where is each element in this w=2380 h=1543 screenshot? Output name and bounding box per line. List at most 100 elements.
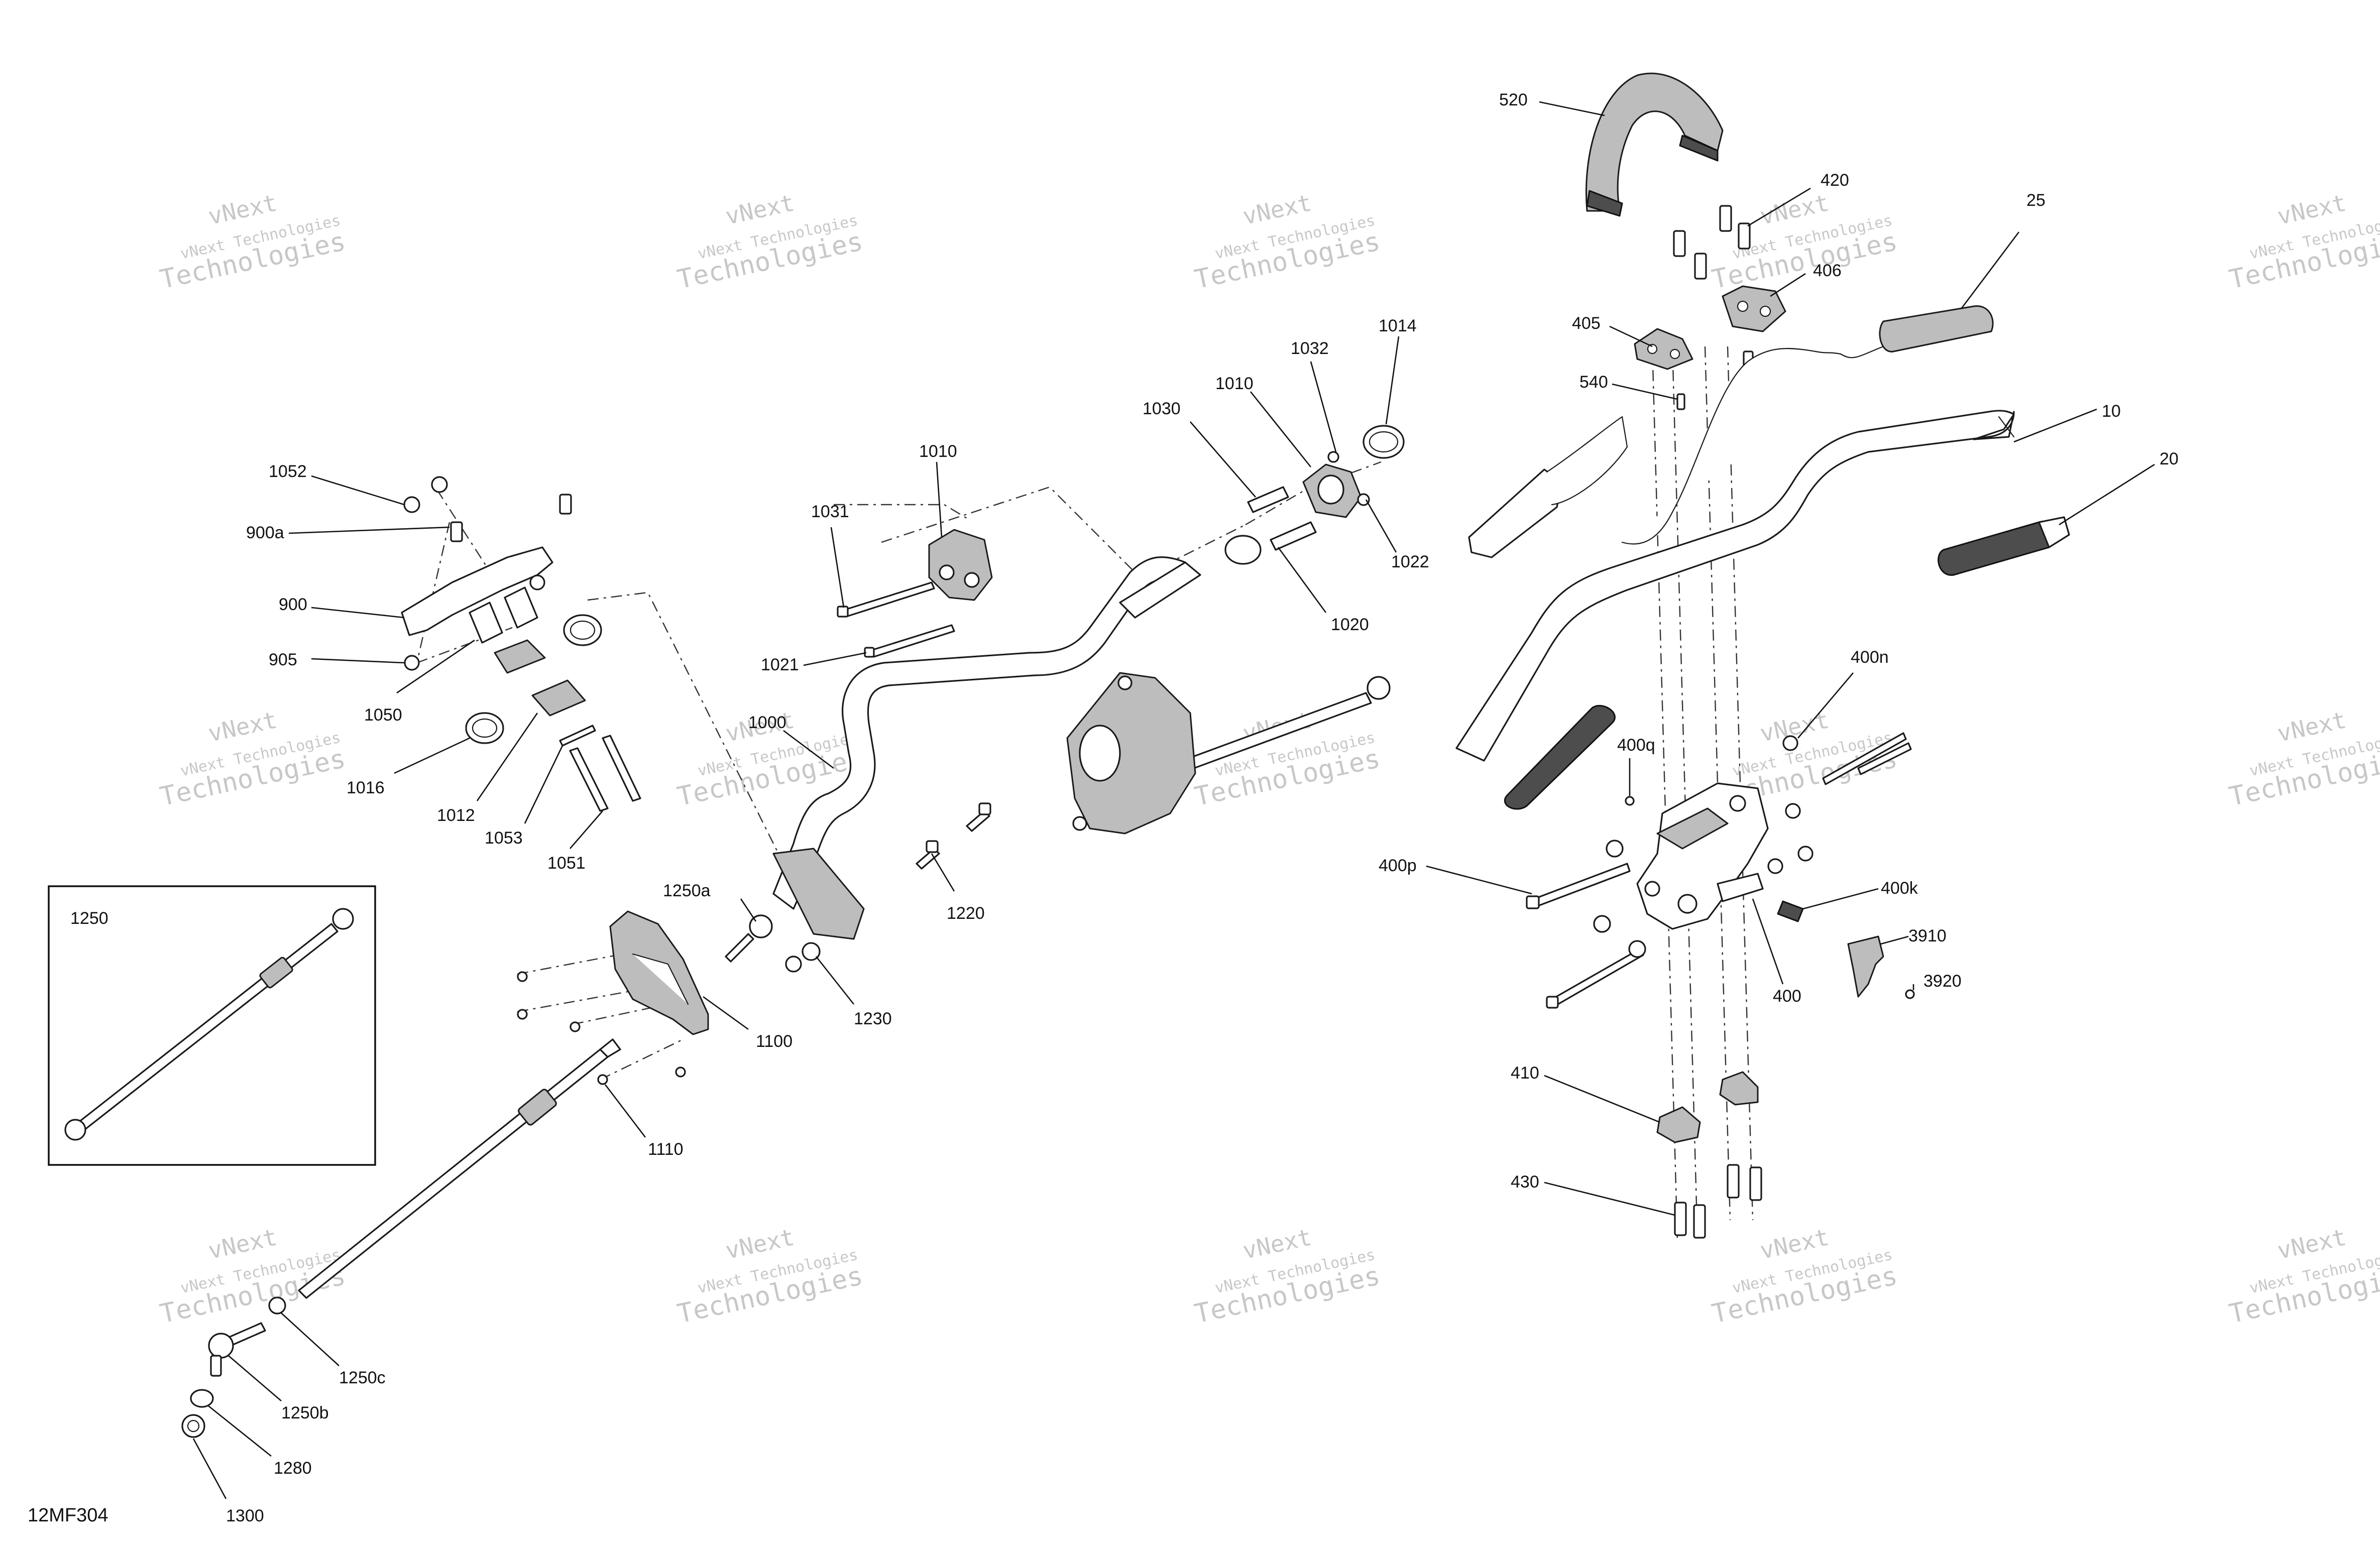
inset-frame	[48, 885, 376, 1166]
leader-410	[1544, 1075, 1660, 1123]
align-1052	[436, 489, 488, 568]
part-1250c-nut	[268, 1296, 286, 1315]
callout-1053: 1053	[485, 828, 523, 848]
part-520-handguard	[1585, 72, 1724, 217]
callout-1300: 1300	[226, 1506, 264, 1525]
callout-905: 905	[269, 650, 297, 669]
watermark-r1c5: vNext vNext Technologies Technologies	[2226, 189, 2380, 295]
align-1110-a	[517, 953, 623, 975]
part-905-nut	[404, 655, 420, 671]
leader-900	[311, 607, 405, 619]
part-900a-bolt	[450, 494, 572, 542]
callout-400k: 400k	[1881, 879, 1918, 898]
drawing-number: 12MF304	[28, 1505, 108, 1526]
watermark-r3c3: vNext vNext Technologies Technologies	[1192, 1223, 1383, 1329]
callout-1012: 1012	[437, 806, 475, 825]
bolt-420-c	[1673, 230, 1686, 257]
callout-labels: 520 420 25 406 405 540 10 20 1014 1032 1…	[226, 90, 2179, 1525]
svg-text:vNext: vNext	[206, 189, 280, 230]
leader-1010a	[936, 461, 943, 538]
watermark-r3c2: vNext vNext Technologies Technologies	[674, 1223, 865, 1329]
part-1031-bolt	[837, 581, 935, 618]
leader-400	[1752, 898, 1784, 985]
leader-1280	[208, 1405, 272, 1457]
part-540-pin	[1676, 393, 1685, 410]
part-400-mount	[1636, 782, 1769, 930]
inset-label: 1250	[70, 909, 108, 928]
align-bar-3	[1704, 346, 1731, 1221]
align-tie-end	[1245, 461, 1382, 526]
part-3920-screw	[1905, 989, 1915, 999]
part-1021-bolt	[864, 624, 955, 658]
svg-text:vNext: vNext	[1240, 1223, 1314, 1264]
part-1051-bolts	[569, 735, 641, 812]
callout-540: 540	[1579, 373, 1608, 392]
watermark-r3c4: vNext vNext Technologies Technologies	[1709, 1223, 1900, 1329]
part-1220-bolts	[916, 802, 991, 870]
callout-1051: 1051	[547, 854, 586, 873]
callout-400: 400	[1773, 987, 1801, 1006]
callout-1031: 1031	[811, 502, 849, 521]
part-1230-nut	[785, 942, 821, 973]
callout-1032: 1032	[1291, 339, 1329, 358]
svg-text:vNext: vNext	[2275, 189, 2349, 230]
watermark-r2c5: vNext vNext Technologies Technologies	[2226, 706, 2380, 812]
callout-1230: 1230	[854, 1009, 892, 1028]
leader-1052	[311, 475, 405, 506]
svg-text:vNext: vNext	[206, 1223, 280, 1264]
leader-1000	[783, 730, 834, 769]
leader-1032	[1310, 361, 1337, 452]
part-1300-nut	[181, 1414, 205, 1438]
part-900-bracket	[401, 546, 553, 636]
leader-1250a	[740, 898, 757, 922]
callout-3910: 3910	[1908, 926, 1947, 945]
callout-1250c: 1250c	[339, 1368, 386, 1387]
callout-1022: 1022	[1391, 552, 1429, 571]
callout-520: 520	[1499, 90, 1528, 109]
watermark-r1c1: vNext vNext Technologies Technologies	[157, 189, 348, 295]
leader-400k	[1802, 888, 1879, 910]
part-1250-tie-rod	[298, 1038, 621, 1299]
callout-20: 20	[2160, 449, 2179, 468]
leader-10	[2013, 408, 2097, 443]
callout-1220: 1220	[947, 904, 985, 923]
svg-text:vNext: vNext	[2275, 1223, 2349, 1264]
callout-1016: 1016	[347, 778, 385, 797]
callout-1021: 1021	[761, 655, 799, 674]
leader-900a	[288, 526, 450, 534]
leader-406	[1770, 273, 1806, 297]
leader-1230	[815, 956, 855, 1005]
leader-3910	[1880, 935, 1909, 945]
part-3910-lever	[1847, 935, 1884, 998]
svg-text:vNext: vNext	[723, 1223, 797, 1264]
align-1110-c	[600, 1038, 684, 1081]
svg-text:vNext: vNext	[1758, 189, 1832, 230]
alignment-lines	[416, 346, 1754, 1241]
leader-1031	[830, 527, 845, 608]
leader-1030	[1190, 421, 1256, 498]
svg-text:vNext: vNext	[1758, 1223, 1832, 1264]
leader-905	[311, 658, 405, 664]
watermark-r3c5: vNext vNext Technologies Technologies	[2226, 1223, 2380, 1329]
align-shaft-to-clamp	[881, 486, 1246, 578]
part-400-nuts	[1593, 735, 1814, 958]
part-1100-cover	[609, 910, 709, 1035]
part-1010-lower-clamp	[928, 529, 993, 601]
part-1020-bushing	[1224, 521, 1317, 565]
callout-1250b: 1250b	[281, 1403, 329, 1422]
callout-900a: 900a	[246, 523, 284, 542]
inset-1250: 1250	[48, 885, 376, 1166]
leader-1012	[476, 713, 538, 801]
align-steering-column-top	[587, 591, 784, 864]
part-1110-screws	[517, 971, 686, 1085]
callout-1100: 1100	[756, 1032, 792, 1051]
leader-1020	[1277, 547, 1327, 613]
part-430-bolts	[1674, 1164, 1762, 1239]
part-1030-bushing	[1247, 486, 1289, 513]
leader-lines	[192, 101, 2155, 1499]
callout-900: 900	[279, 595, 307, 614]
callout-400n: 400n	[1851, 648, 1889, 667]
watermark-r1c3: vNext vNext Technologies Technologies	[1192, 189, 1383, 295]
callout-1010a: 1010	[919, 442, 957, 461]
